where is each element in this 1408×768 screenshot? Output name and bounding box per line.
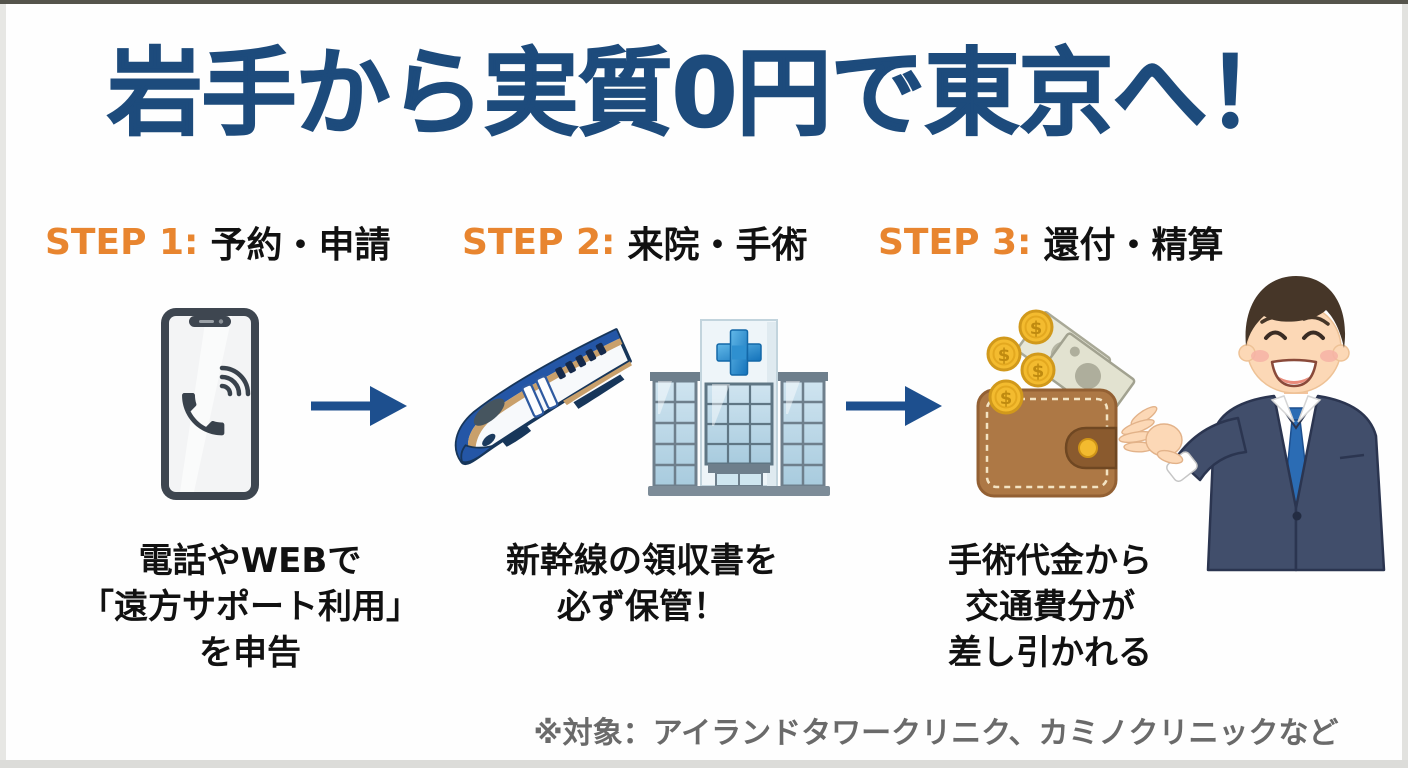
smartphone-call-icon <box>161 308 259 500</box>
train-doors <box>521 375 559 418</box>
frame-edge-top <box>0 0 1408 4</box>
arrow-right-icon <box>311 386 407 426</box>
coin-symbol: $ <box>1032 361 1045 382</box>
phone-handset-glyph <box>182 365 251 436</box>
medical-cross-glyph <box>716 329 762 376</box>
step1-label: STEP 1: <box>45 221 199 263</box>
wallet-money-icon: $ $ $ $ <box>976 309 1136 498</box>
hospital-icon <box>648 319 830 496</box>
shinkansen-train-icon <box>454 328 632 465</box>
closed-happy-eyes <box>1264 330 1325 340</box>
eyebrows <box>1260 315 1330 326</box>
step1-description: 電話やWEBで 「遠方サポート利用」 を申告 <box>58 538 442 676</box>
open-hand-glyph <box>1118 406 1184 465</box>
step2-label: STEP 2: <box>462 221 616 263</box>
step1-heading: 予約・申請 <box>210 225 391 266</box>
frame-edge-left <box>0 4 6 760</box>
step2-heading: 来院・手術 <box>627 225 808 266</box>
step1-header: STEP 1: 予約・申請 <box>45 220 390 267</box>
step3-line2: 交通費分が <box>965 587 1135 627</box>
coin-symbol: $ <box>998 345 1011 366</box>
step2-header: STEP 2: 来院・手術 <box>462 220 807 267</box>
sound-waves-glyph <box>219 365 251 397</box>
coin-symbol: $ <box>1000 388 1013 409</box>
step3-line3: 差し引かれる <box>948 633 1152 673</box>
arrow-right-icon <box>846 386 942 426</box>
step3-description: 手術代金から 交通費分が 差し引かれる <box>878 538 1222 676</box>
hair <box>1245 276 1346 348</box>
step3-header: STEP 3: 還付・精算 <box>878 220 1223 267</box>
step1-line2: 「遠方サポート利用」 <box>80 587 420 627</box>
dollar-coin-glyph: $ $ $ $ <box>986 309 1056 415</box>
step1-line3: を申告 <box>199 633 301 673</box>
frame-edge-bottom <box>0 760 1408 768</box>
train-windows <box>555 342 607 380</box>
businessman-icon <box>1118 276 1386 572</box>
step2-line2: 必ず保管！ <box>557 587 727 627</box>
page-title: 岩手から実質0円で東京へ！ <box>107 38 1303 149</box>
coin-symbol: $ <box>1030 318 1043 339</box>
step2-description: 新幹線の領収書を 必ず保管！ <box>452 538 832 630</box>
step2-line1: 新幹線の領収書を <box>506 541 778 581</box>
frame-edge-right <box>1402 4 1408 760</box>
step3-heading: 還付・精算 <box>1043 225 1224 266</box>
step3-line1: 手術代金から <box>948 541 1152 581</box>
target-clinics-note: ※対象：アイランドタワークリニク、カミノクリニックなど <box>533 716 1339 751</box>
step3-label: STEP 3: <box>878 221 1032 263</box>
step1-line1: 電話やWEBで <box>138 541 362 581</box>
